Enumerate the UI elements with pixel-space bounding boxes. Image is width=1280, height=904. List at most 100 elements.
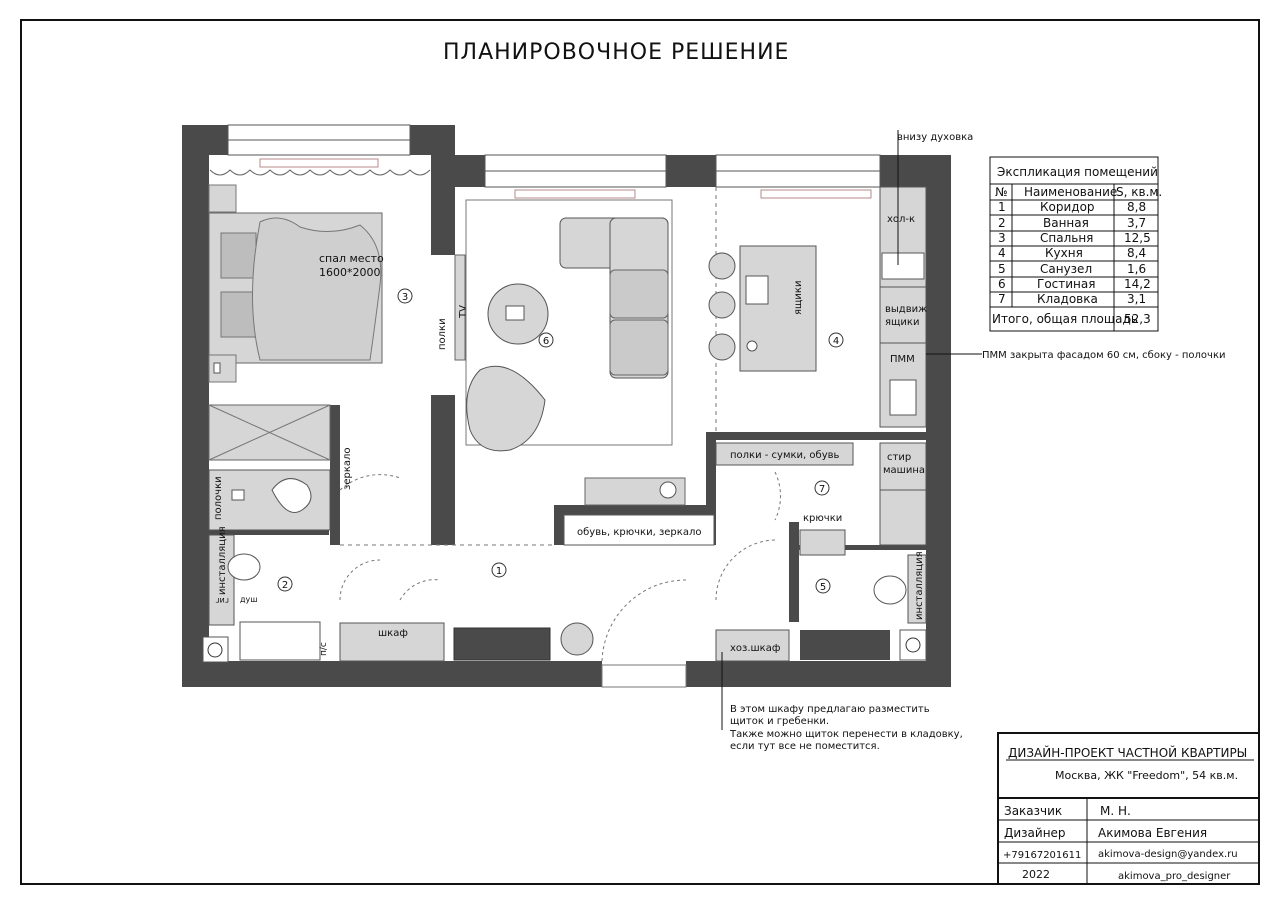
fridge-label: хол-к (887, 214, 915, 225)
explication-table: Экспликация помещений № Наименование S, … (989, 156, 1162, 332)
bed-size-label: 1600*2000 (319, 266, 381, 279)
bag-shelves-label: полки - сумки, обувь (730, 450, 840, 461)
client-value: М. Н. (1100, 804, 1131, 818)
room-marker-5 (815, 578, 831, 594)
sink-icon (271, 478, 312, 513)
oven-note: внизу духовка (897, 132, 973, 143)
bar-stools (708, 252, 736, 361)
shower-label-2: душ (240, 595, 258, 604)
dishwasher-icon (889, 379, 917, 416)
nightstand (208, 184, 237, 213)
laptop-icon (745, 275, 769, 305)
washer-cabinet (879, 442, 927, 546)
table-cell: 3,7 (1127, 216, 1146, 230)
cooktop-icon (881, 252, 925, 280)
bath-shelves-label: полочки (213, 476, 224, 520)
windows (227, 124, 881, 188)
project-address: Москва, ЖК "Freedom", 54 кв.м. (1055, 769, 1238, 782)
table-cell: Ванная (1043, 216, 1089, 230)
armchair (466, 365, 546, 452)
wc-sink (799, 529, 846, 556)
utility-wardrobe-label: хоз.шкаф (730, 643, 780, 654)
corridor-wardrobe (339, 622, 445, 662)
installation-label-wc: инсталляция (914, 551, 925, 620)
room-number-1: 1 (496, 566, 502, 577)
cabinet-note-1: В этом шкафу предлагаю разместить (730, 704, 930, 715)
col-header-area: S, кв.м. (1116, 185, 1162, 199)
nightstand (208, 354, 237, 383)
island-drawers-label: ящики (793, 281, 804, 315)
installation-frame (907, 554, 927, 624)
ottoman (560, 622, 594, 656)
toilet-icon (873, 575, 907, 605)
year: 2022 (1022, 868, 1050, 881)
handle: akimova_pro_designer (1118, 871, 1231, 882)
designer-value: Акимова Евгения (1098, 826, 1207, 840)
bag-shelves (715, 442, 854, 466)
table-cell: Кухня (1045, 246, 1083, 260)
table-cell: Гостиная (1037, 277, 1095, 291)
table-cell: 1 (998, 200, 1006, 214)
kitchen-island (739, 245, 817, 372)
project-name: ДИЗАЙН-ПРОЕКТ ЧАСТНОЙ КВАРТИРЫ (1008, 745, 1247, 760)
drawers-label-1: выдвиж (885, 304, 927, 315)
sheet-frame (20, 19, 1260, 885)
installation-label-bath: инсталляция (217, 526, 228, 595)
shoe-cabinet (563, 514, 715, 546)
shower-label-1: гиг (215, 596, 229, 605)
explication-title: Экспликация помещений (997, 165, 1158, 179)
table-cell: 12,5 (1124, 231, 1151, 245)
hooks-label: крючки (803, 513, 842, 524)
cabinet-note-2: щиток и гребенки. (730, 716, 829, 727)
table-cell: 5 (998, 262, 1006, 276)
table-cell: 4 (998, 246, 1006, 260)
total-value: 52,3 (1124, 312, 1151, 326)
email: akimova-design@yandex.ru (1098, 849, 1238, 860)
room-marker-6 (538, 332, 554, 348)
room-number-4: 4 (833, 336, 839, 347)
cup-icon (746, 340, 758, 352)
cabinet-note-3: Также можно щиток перенести в кладовку, (729, 729, 963, 740)
bedroom: спал место 1600*2000 3 полки TV зеркало (208, 184, 469, 491)
room-number-5: 5 (820, 582, 826, 593)
drawers-label-2: ящики (885, 317, 919, 328)
entry-door (601, 664, 687, 688)
room-marker-3 (397, 288, 413, 304)
shelves-vertical-label: полки (437, 318, 448, 350)
wc: инсталляция 5 (799, 529, 927, 661)
table-cell: 1,6 (1127, 262, 1146, 276)
bath-shelves (208, 469, 331, 531)
corridor: шкаф обувь, крючки, зеркало хоз.шкаф 1 (339, 514, 790, 688)
toilet-icon (227, 553, 261, 581)
room-marker-4 (828, 332, 844, 348)
room-marker-1 (491, 562, 507, 578)
pillow (220, 232, 257, 279)
table-cell: 8,8 (1127, 200, 1146, 214)
plan-title: ПЛАНИРОВОЧНОЕ РЕШЕНИЕ (443, 40, 789, 65)
table-cell: 6 (998, 277, 1006, 291)
room-number-3: 3 (402, 292, 408, 303)
client-label: Заказчик (1004, 804, 1062, 818)
lamp-icon (213, 362, 221, 374)
tv-stand (454, 254, 466, 361)
wardrobe-label: шкаф (378, 628, 408, 639)
pillow (220, 291, 257, 338)
curtain (209, 169, 431, 176)
dishwasher-label: ПММ (890, 354, 915, 365)
shoes-hooks-label: обувь, крючки, зеркало (577, 527, 701, 538)
table-cell: 8,4 (1127, 246, 1146, 260)
room-number-7: 7 (819, 484, 825, 495)
cabinet-note-4: если тут все не поместится. (730, 741, 880, 752)
radiators (259, 158, 872, 199)
dishwasher-note: ПММ закрыта фасадом 60 см, сбоку - полоч… (982, 350, 1226, 361)
col-header-num: № (995, 185, 1007, 199)
phone: +79167201611 (1003, 850, 1081, 861)
living-room: 6 (465, 199, 686, 506)
installation-frame (208, 534, 235, 626)
table-cell: 7 (998, 292, 1006, 306)
entry-door-swing (601, 579, 687, 662)
room-number-2: 2 (282, 580, 288, 591)
mirror-label: зеркало (342, 448, 353, 491)
room-number-6: 6 (543, 336, 549, 347)
bed-label: спал место (319, 252, 384, 265)
